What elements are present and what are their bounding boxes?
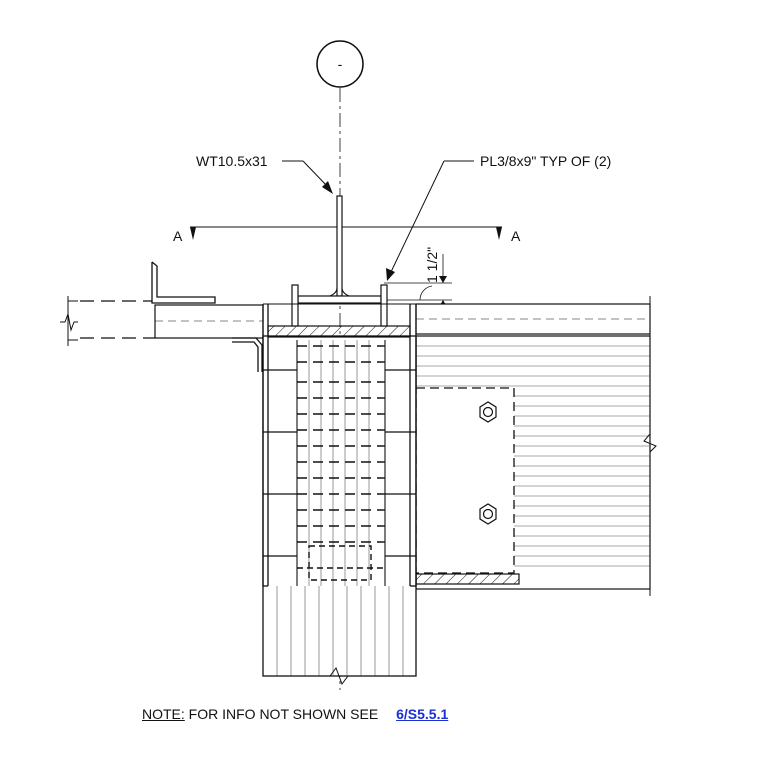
bolt-upper [479,401,497,423]
section-cut-label-left: A [173,228,183,244]
angle-clip-lower-left [232,337,263,372]
reference-note: NOTE: FOR INFO NOT SHOWN SEE 6/S5.5.1 [142,706,448,722]
angle-clip-left [151,261,216,304]
side-plate-left [291,284,299,327]
plate-callout: PL3/8x9" TYP OF (2) [386,153,611,281]
note-reference-link[interactable]: 6/S5.5.1 [396,706,449,722]
wt-member-label: WT10.5x31 [196,153,268,169]
knife-plate-dashed [415,387,515,574]
timber-column [262,304,417,686]
plate-label: PL3/8x9" TYP OF (2) [480,153,611,169]
dimension-label: 1 1/2" [424,247,440,283]
deck-panel-left [154,304,264,339]
grid-bubble-label: - [338,56,343,72]
grid-bubble: - [316,40,364,88]
cap-plate [267,325,411,338]
existing-deck-dashed [80,300,155,339]
bearing-plate [415,573,520,585]
bolt-lower [479,503,497,525]
wt-member-callout: WT10.5x31 [196,153,333,194]
wt-member [297,195,382,304]
section-cut-label-right: A [511,228,521,244]
note-label: NOTE: [142,706,185,722]
deck-panel-right [415,303,651,335]
concealed-connectors [263,345,416,581]
side-plate-right [380,284,388,327]
section-cut-line: A A [173,226,521,244]
note-text: FOR INFO NOT SHOWN SEE [188,706,379,722]
break-symbol-left [60,296,78,346]
